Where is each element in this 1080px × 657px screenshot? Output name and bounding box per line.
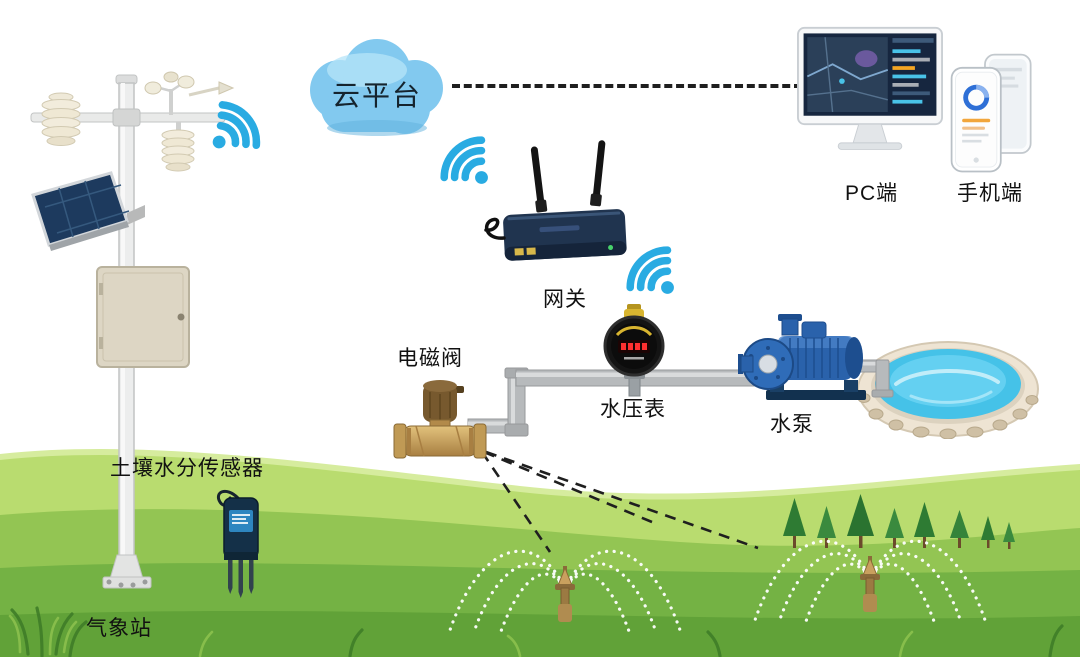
sprinkler-head — [860, 556, 880, 612]
cloud-to-pc-line — [452, 84, 802, 88]
mobile-label: 手机端 — [957, 182, 1023, 205]
solenoid-valve — [393, 380, 487, 459]
grass-field — [0, 449, 1080, 657]
sensor-prongs — [228, 560, 254, 598]
pool-stones — [857, 393, 1039, 439]
solar-panel — [31, 171, 145, 251]
water-spray — [753, 539, 987, 626]
pump-volute — [738, 314, 802, 390]
dashboard-map — [806, 37, 889, 113]
gateway-box — [503, 209, 627, 261]
sprinkler-head — [555, 566, 575, 622]
water-pool — [857, 341, 1039, 439]
tree-row — [783, 494, 1015, 549]
dashboard-panels — [892, 38, 934, 104]
radiation-shield-right — [161, 122, 195, 172]
valve-label: 电磁阀 — [397, 347, 463, 370]
sprinkler-left — [448, 549, 682, 636]
valve-cap — [423, 380, 464, 422]
gauge-digits — [621, 343, 647, 350]
gateway-label: 网关 — [543, 288, 587, 311]
cloud-icon — [310, 39, 443, 136]
station-label: 气象站 — [86, 617, 152, 640]
water-spray — [448, 549, 682, 636]
phone-front — [950, 66, 1002, 173]
pump-motor — [778, 321, 863, 380]
wifi-icon-devices-gateway — [626, 246, 674, 294]
control-box — [96, 266, 190, 368]
trees — [783, 494, 1015, 549]
pump-label: 水泵 — [770, 413, 814, 436]
wifi-icon-gateway-cloud — [440, 136, 488, 184]
gauge-label: 水压表 — [600, 398, 666, 421]
valve-body — [393, 423, 487, 459]
cloud-label: 云平台 — [331, 80, 422, 111]
gateway-cable — [484, 217, 506, 240]
gateway-router — [484, 140, 627, 261]
antenna-right — [590, 140, 606, 207]
pc-label: PC端 — [845, 182, 899, 205]
radiation-shield-left — [41, 92, 81, 146]
antenna-left — [530, 146, 548, 213]
sprinkler-right — [753, 539, 987, 626]
pressure-gauge — [603, 304, 665, 397]
pole-base — [102, 554, 152, 589]
soil-sensor-label: 土壤水分传感器 — [110, 457, 264, 480]
pc-monitor — [797, 26, 943, 150]
weather-station — [30, 71, 235, 589]
mobile-phones — [950, 53, 1032, 173]
anemometer — [144, 71, 235, 115]
wifi-icon-station — [212, 101, 261, 150]
grass-blades — [8, 606, 1064, 657]
water-pump — [738, 314, 866, 400]
valve-to-sprinkler-lines — [480, 450, 759, 553]
soil-moisture-sensor — [217, 489, 259, 598]
